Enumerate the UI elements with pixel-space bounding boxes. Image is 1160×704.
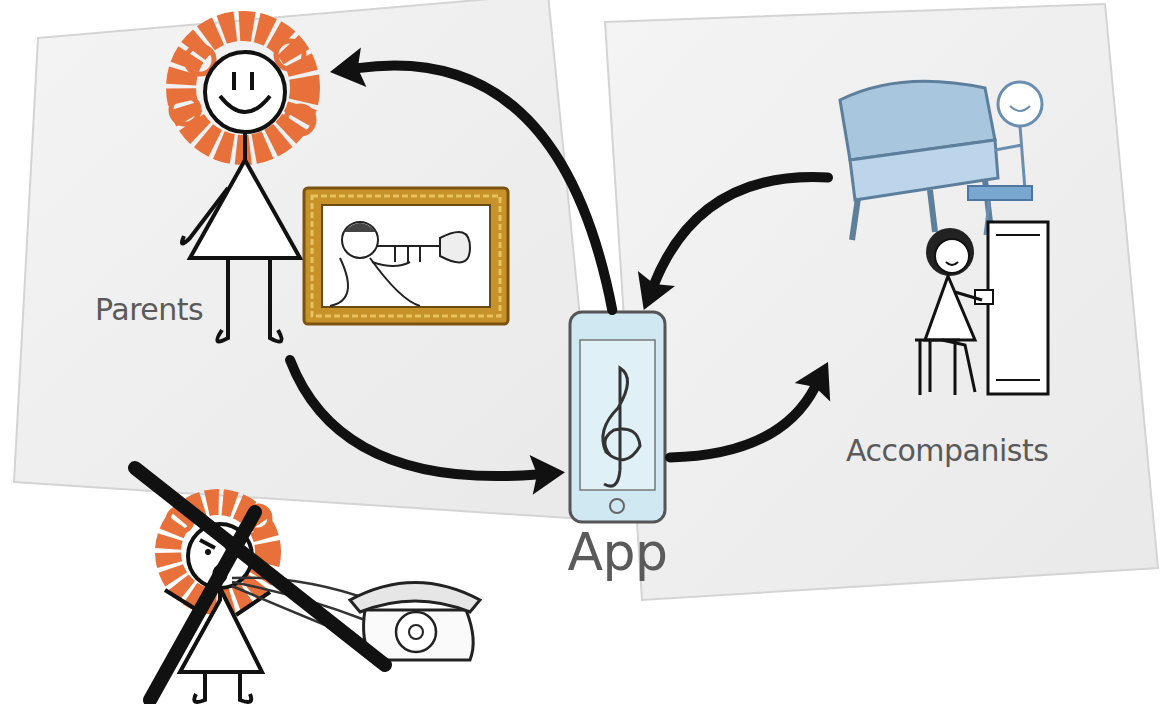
arrow-head <box>795 362 831 401</box>
curved-arrow <box>330 48 612 310</box>
curved-arrow <box>638 177 828 310</box>
napkin-right <box>605 4 1158 600</box>
arrow-head <box>330 48 366 88</box>
arrow-head <box>638 271 675 310</box>
arrow-line <box>670 387 815 458</box>
arrow-line <box>654 177 828 284</box>
phone-icon <box>570 312 665 522</box>
curved-arrow <box>290 360 565 495</box>
curved-arrow <box>670 362 830 458</box>
parents-figure-node: Parents <box>95 40 330 360</box>
upright-piano-player <box>915 222 1048 395</box>
angry-parent-crossed-out <box>135 468 480 702</box>
node-label: Parents <box>95 292 203 327</box>
framed-trumpet-picture <box>304 188 508 324</box>
arrow-line <box>290 360 537 476</box>
node-label: App <box>565 522 670 582</box>
node-label: Accompanists <box>846 433 1048 468</box>
accompanists-node: Accompanists <box>828 75 1068 485</box>
napkin-left <box>14 0 600 520</box>
grand-piano-player <box>840 81 1042 240</box>
arrow-head <box>530 455 565 495</box>
app-phone-node: App <box>565 310 670 605</box>
arrow-line <box>358 65 613 310</box>
